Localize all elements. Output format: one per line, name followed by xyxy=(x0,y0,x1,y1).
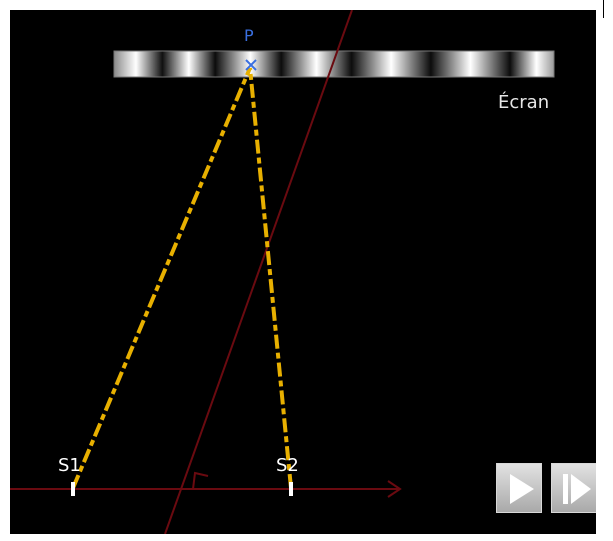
source-s1-label: S1 xyxy=(58,455,81,476)
play-button[interactable] xyxy=(496,463,542,513)
point-p-label: P xyxy=(244,26,254,45)
source-s2-label: S2 xyxy=(276,455,299,476)
screen-label: Écran xyxy=(498,91,549,113)
source-s1-marker[interactable] xyxy=(71,482,75,496)
axis-arrow-icon xyxy=(387,480,402,498)
right-angle-marker xyxy=(192,471,209,490)
step-forward-icon xyxy=(563,474,591,504)
interference-canvas: P Écran S1 S2 xyxy=(10,10,596,534)
source-s2-marker[interactable] xyxy=(289,482,293,496)
point-p-marker[interactable] xyxy=(245,59,257,71)
rotation-axis-line xyxy=(164,10,353,534)
window-edge xyxy=(603,0,604,18)
interference-screen xyxy=(113,50,555,78)
play-icon xyxy=(510,474,534,504)
ray-s1-to-p xyxy=(71,67,252,489)
step-forward-button[interactable] xyxy=(551,463,596,513)
